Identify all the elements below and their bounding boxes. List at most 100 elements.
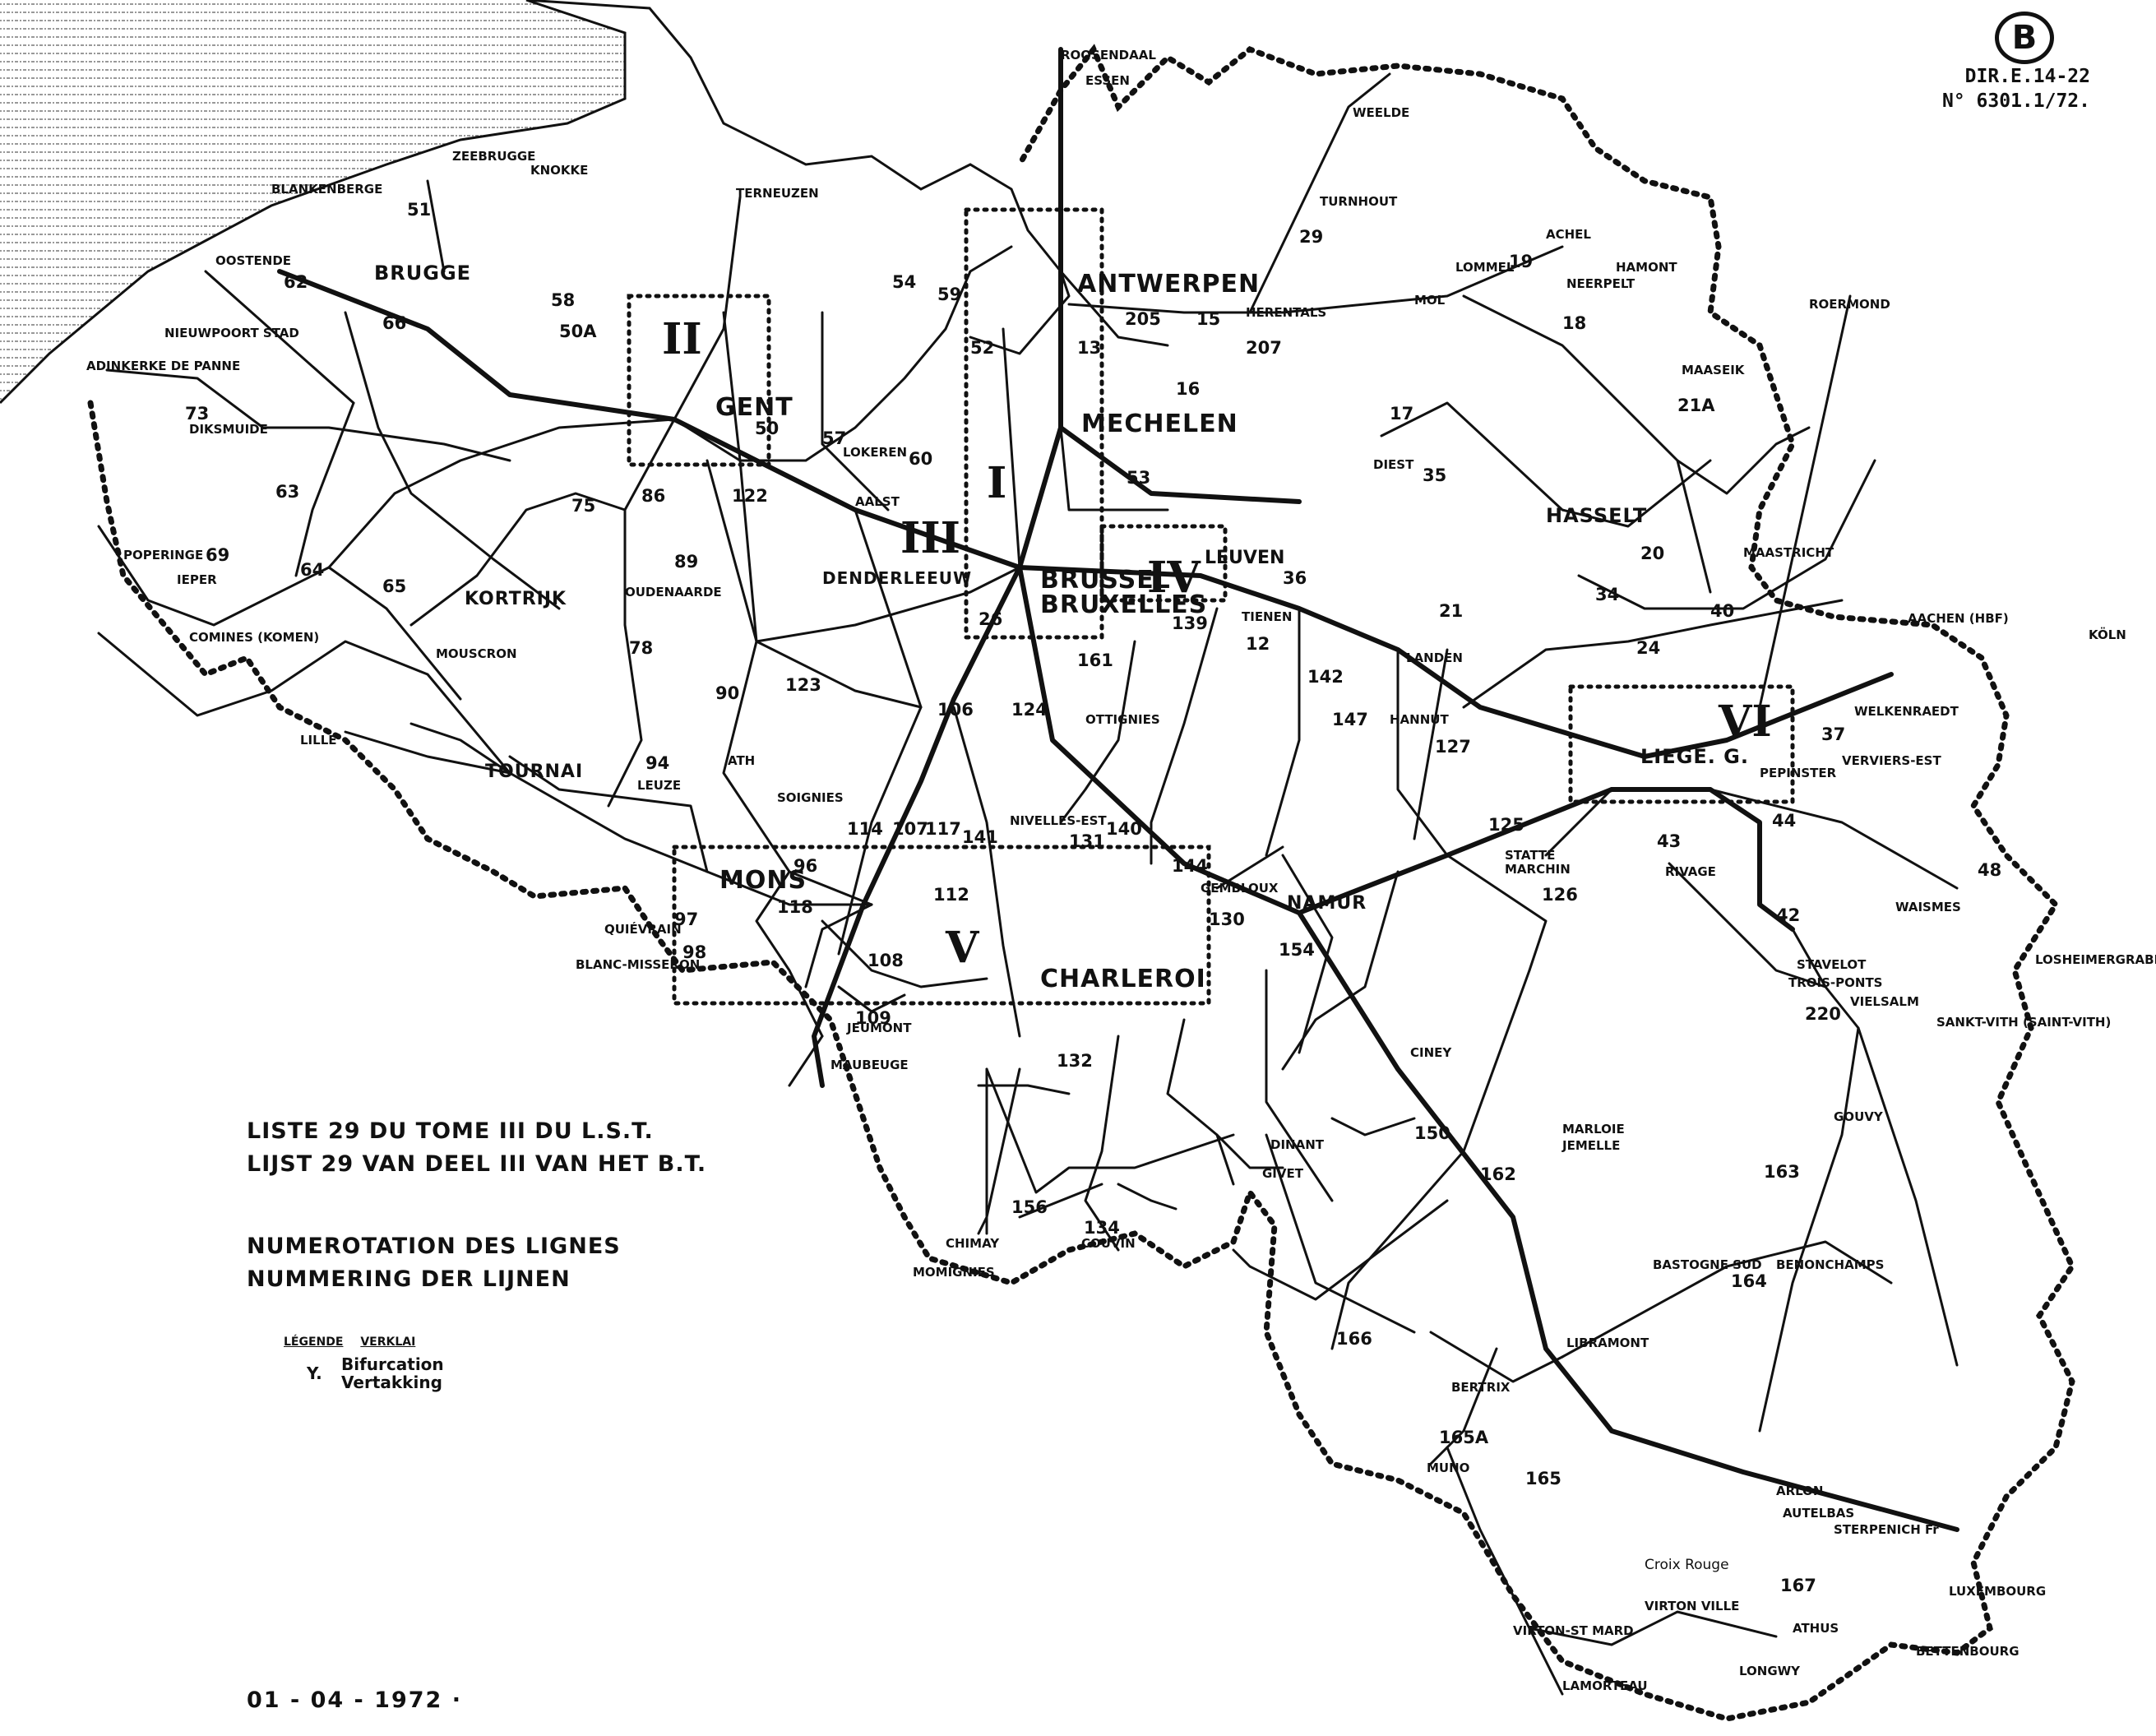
- line-number: 59: [937, 285, 961, 304]
- line-number: 109: [855, 1008, 891, 1028]
- line-number: 130: [1209, 910, 1245, 929]
- station-label: ATH: [728, 753, 755, 768]
- line-number: 144: [1172, 856, 1208, 876]
- zone-label: III: [900, 513, 960, 563]
- zone-label: VI: [1718, 697, 1772, 747]
- station-label: DENDERLEEUW: [822, 568, 972, 588]
- line-number: 124: [1011, 700, 1048, 720]
- line-number: 118: [777, 897, 813, 917]
- city-label: TOURNAI: [485, 762, 583, 782]
- line-number: 15: [1196, 309, 1220, 329]
- legend-row: Y. Bifurcation Vertakking: [284, 1355, 444, 1391]
- legend: LÉGENDE VERKLAI Y. Bifurcation Vertakkin…: [284, 1336, 444, 1391]
- line-number: 75: [571, 496, 595, 516]
- station-label: KÖLN: [2089, 627, 2126, 642]
- city-label: HASSELT: [1546, 504, 1647, 527]
- station-label: CHIMAY: [946, 1236, 1000, 1251]
- line-number: 163: [1764, 1162, 1800, 1182]
- station-label: COMINES (KOMEN): [189, 630, 319, 645]
- north-sea: [0, 0, 625, 403]
- station-label: ADINKERKE DE PANNE: [86, 359, 240, 373]
- coastline: [0, 0, 627, 405]
- line-number: 66: [382, 313, 406, 333]
- line-number: 21: [1439, 601, 1463, 621]
- zone-label: V: [945, 923, 980, 973]
- station-label: MAASTRICHT: [1743, 545, 1834, 560]
- legend-header: LÉGENDE VERKLAI: [284, 1336, 444, 1349]
- station-label: PEPINSTER: [1760, 766, 1837, 780]
- line-number: 17: [1390, 404, 1413, 424]
- city-label: BRUGGE: [374, 262, 471, 285]
- station-label: SOIGNIES: [777, 790, 844, 805]
- station-label: VIELSALM: [1850, 994, 1919, 1009]
- line-number: 37: [1821, 724, 1845, 744]
- station-label: BASTOGNE SUD: [1653, 1257, 1762, 1272]
- line-number: 98: [682, 942, 706, 962]
- station-label: VIRTON-ST MARD: [1513, 1623, 1634, 1638]
- station-label: ROOSENDAAL: [1061, 48, 1156, 62]
- line-number: 43: [1657, 831, 1681, 851]
- station-label: HANNUT: [1390, 712, 1449, 727]
- line-number: 65: [382, 576, 406, 596]
- line-number: 97: [674, 910, 698, 929]
- legend-text-fr: Bifurcation: [341, 1354, 444, 1374]
- line-number: 166: [1336, 1329, 1372, 1349]
- line-number: 26: [979, 609, 1002, 629]
- station-label: WELKENRAEDT: [1854, 704, 1959, 719]
- line-number: 35: [1423, 465, 1446, 485]
- station-label: GIVET: [1262, 1166, 1304, 1181]
- station-label: NEERPELT: [1566, 276, 1636, 291]
- station-label: MOL: [1414, 293, 1446, 308]
- station-label: VERVIERS-EST: [1842, 753, 1941, 768]
- station-label: VIRTON VILLE: [1645, 1599, 1739, 1613]
- station-label: OOSTENDE: [215, 253, 291, 268]
- station-label: OTTIGNIES: [1085, 712, 1160, 727]
- station-label: MOUSCRON: [436, 646, 517, 661]
- rail-lines: [97, 47, 1959, 1696]
- station-label: COUVIN: [1081, 1236, 1136, 1251]
- city-label: ANTWERPEN: [1077, 270, 1260, 299]
- station-label: MAUBEUGE: [830, 1058, 909, 1072]
- line-number: 58: [551, 290, 575, 310]
- station-label: HAMONT: [1616, 260, 1677, 275]
- line-number: 19: [1509, 252, 1533, 271]
- line-number: 164: [1731, 1271, 1767, 1291]
- line-number: 107: [892, 819, 928, 839]
- station-label: RIVAGE: [1665, 864, 1716, 879]
- station-label: WAISMES: [1895, 900, 1961, 914]
- line-number: 13: [1077, 338, 1101, 358]
- station-label: LONGWY: [1739, 1664, 1801, 1678]
- list-reference-nl: LIJST 29 VAN DEEL III VAN HET B.T.: [247, 1151, 707, 1177]
- line-number: 126: [1542, 885, 1578, 905]
- line-number: 48: [1978, 860, 2001, 880]
- station-label: BLANC-MISSERON: [576, 957, 700, 972]
- station-label: LIBRAMONT: [1566, 1336, 1649, 1350]
- line-number: 117: [925, 819, 961, 839]
- station-label: AALST: [855, 494, 900, 509]
- station-label: LOSHEIMERGRABEN: [2035, 952, 2156, 967]
- line-number: 89: [674, 552, 698, 572]
- city-label: LIEGE. G.: [1640, 745, 1749, 768]
- station-label: MARCHIN: [1505, 862, 1571, 877]
- map-date: 01 - 04 - 1972 ·: [247, 1687, 462, 1713]
- list-reference-fr: LISTE 29 DU TOME III DU L.S.T.: [247, 1118, 654, 1144]
- station-label: MUNO: [1427, 1461, 1469, 1475]
- line-number: 20: [1640, 544, 1664, 563]
- line-number: 12: [1246, 634, 1270, 654]
- legend-text-nl: Vertakking: [341, 1373, 442, 1392]
- city-label: CHARLEROI: [1040, 965, 1206, 993]
- station-label: MAASEIK: [1682, 363, 1746, 377]
- station-label: BERTRIX: [1451, 1380, 1511, 1395]
- legend-header-nl: VERKLAI: [360, 1336, 416, 1349]
- line-number: 125: [1488, 815, 1524, 835]
- station-label: BETTENBOURG: [1916, 1644, 2020, 1659]
- line-number: 18: [1562, 313, 1586, 333]
- national-border: [87, 44, 2075, 1722]
- station-label: ARLON: [1776, 1484, 1824, 1498]
- station-label: BENONCHAMPS: [1776, 1257, 1884, 1272]
- line-number: 60: [909, 449, 932, 469]
- document-reference-1: DIR.E.14-22: [1964, 66, 2090, 87]
- city-label: MONS: [719, 866, 807, 895]
- city-label: BRUSSEL: [1040, 566, 1171, 595]
